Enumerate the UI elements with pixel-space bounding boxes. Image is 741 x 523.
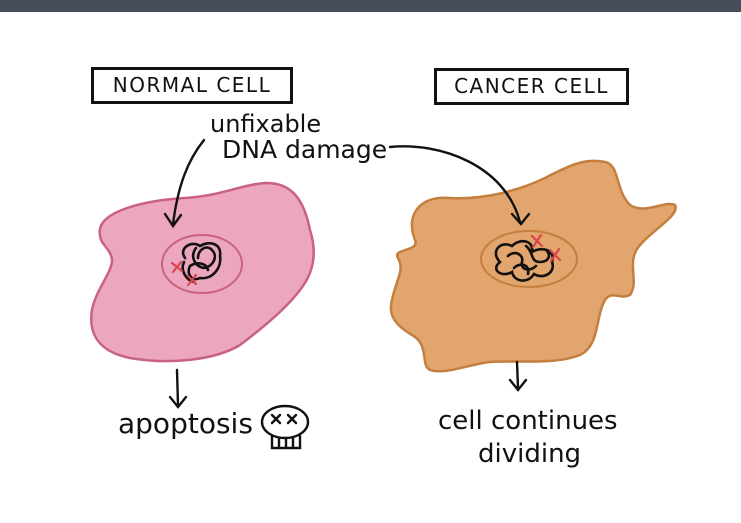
annotation-line-1: unfixable: [210, 110, 322, 138]
cell-continues-label: cell continues: [438, 406, 618, 436]
normal-cell-title: NORMAL CELL: [91, 67, 293, 104]
apoptosis-label: apoptosis: [118, 407, 253, 440]
damage-pointer-arrows: [163, 138, 531, 229]
cancer-cell-dna-icon: [494, 239, 555, 282]
cancer-cell-title: CANCER CELL: [434, 68, 629, 105]
dividing-label: dividing: [478, 439, 582, 469]
cancer-cell-damage-marks: [530, 233, 562, 263]
normal-cell-damage-marks: [170, 260, 198, 287]
outcome-arrows: [168, 360, 528, 409]
top-bar: [0, 0, 741, 12]
skull-icon: [260, 404, 310, 450]
diagram-canvas: NORMAL CELL CANCER CELL unfixable DNA da…: [0, 12, 741, 523]
annotation-line-2: DNA damage: [222, 135, 388, 164]
diagram-drawing: [90, 138, 677, 450]
